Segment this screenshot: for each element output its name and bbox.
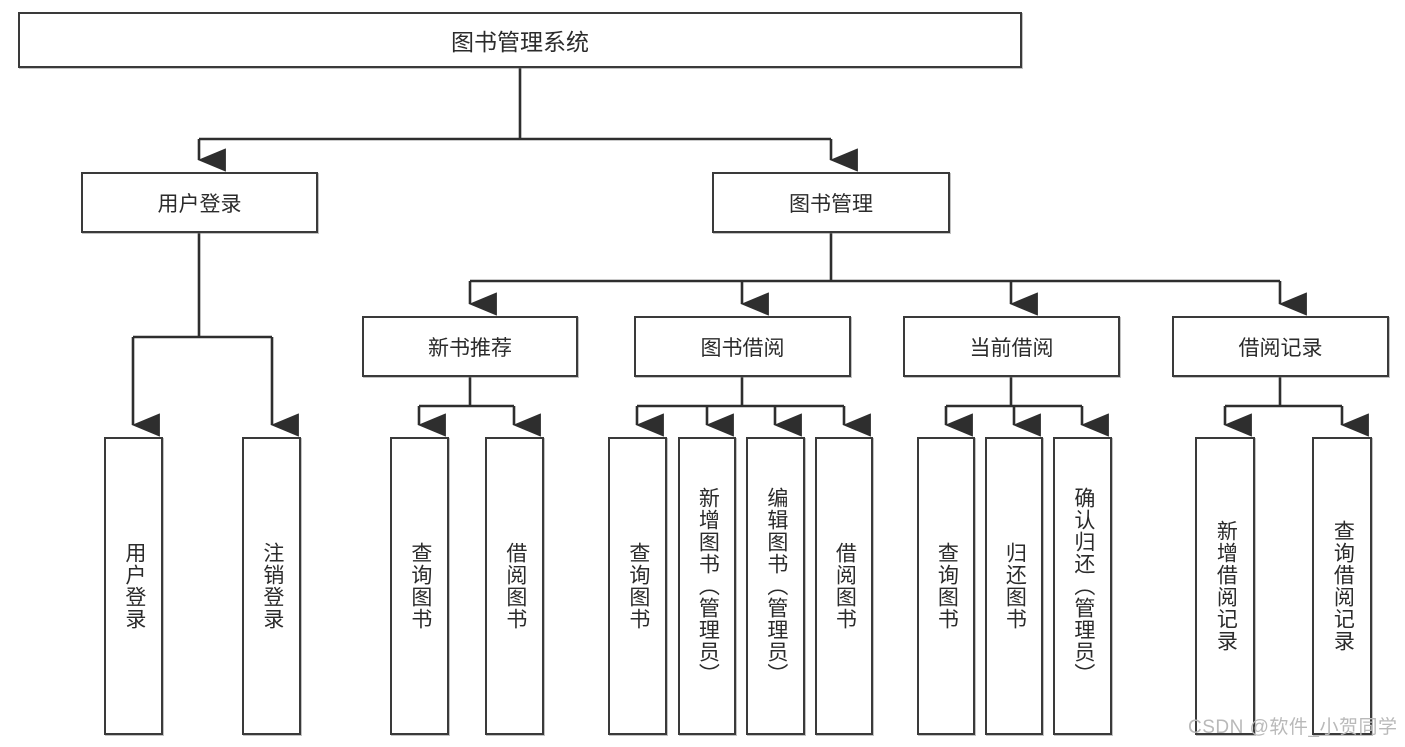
node-leaf-query-book-3[interactable]: 查询图书: [917, 437, 975, 735]
node-user-login-label: 用户登录: [157, 192, 242, 216]
node-leaf-user-login[interactable]: 用户登录: [104, 437, 163, 735]
leaf-confirm-return-label: 确认归还（管理员）: [1071, 487, 1095, 685]
node-root-label: 图书管理系统: [451, 29, 589, 55]
node-book-manage-label: 图书管理: [789, 192, 873, 216]
node-new-book-rec[interactable]: 新书推荐: [362, 316, 578, 377]
leaf-query-book-2-label: 查询图书: [626, 542, 650, 630]
node-new-book-rec-label: 新书推荐: [428, 336, 512, 360]
node-leaf-add-book[interactable]: 新增图书（管理员）: [678, 437, 736, 735]
node-user-login[interactable]: 用户登录: [81, 172, 318, 233]
node-book-borrow[interactable]: 图书借阅: [634, 316, 851, 377]
node-leaf-query-record[interactable]: 查询借阅记录: [1312, 437, 1372, 735]
watermark: CSDN @软件_小贺同学: [1188, 717, 1398, 738]
leaf-add-record-label: 新增借阅记录: [1214, 520, 1238, 652]
leaf-borrow-book-1-label: 借阅图书: [503, 542, 527, 630]
node-leaf-logout[interactable]: 注销登录: [242, 437, 301, 735]
leaf-edit-book-label: 编辑图书（管理员）: [764, 487, 788, 685]
node-root[interactable]: 图书管理系统: [18, 12, 1022, 68]
node-book-borrow-label: 图书借阅: [700, 336, 785, 360]
leaf-query-book-1-label: 查询图书: [408, 542, 432, 630]
node-book-manage[interactable]: 图书管理: [712, 172, 950, 233]
leaf-query-book-3-label: 查询图书: [935, 542, 959, 630]
node-leaf-borrow-book-2[interactable]: 借阅图书: [815, 437, 873, 735]
node-leaf-edit-book[interactable]: 编辑图书（管理员）: [746, 437, 805, 735]
node-borrow-record[interactable]: 借阅记录: [1172, 316, 1389, 377]
leaf-return-book-label: 归还图书: [1003, 542, 1027, 630]
node-leaf-query-book-2[interactable]: 查询图书: [608, 437, 667, 735]
node-leaf-add-record[interactable]: 新增借阅记录: [1195, 437, 1255, 735]
leaf-borrow-book-2-label: 借阅图书: [833, 542, 857, 630]
node-leaf-confirm-return[interactable]: 确认归还（管理员）: [1053, 437, 1112, 735]
node-leaf-return-book[interactable]: 归还图书: [985, 437, 1043, 735]
leaf-query-record-label: 查询借阅记录: [1331, 520, 1355, 652]
node-current-borrow[interactable]: 当前借阅: [903, 316, 1120, 377]
leaf-user-login-label: 用户登录: [122, 542, 146, 630]
leaf-logout-label: 注销登录: [260, 542, 284, 630]
node-current-borrow-label: 当前借阅: [969, 336, 1054, 360]
node-borrow-record-label: 借阅记录: [1238, 336, 1323, 360]
node-leaf-borrow-book-1[interactable]: 借阅图书: [485, 437, 544, 735]
node-leaf-query-book-1[interactable]: 查询图书: [390, 437, 449, 735]
leaf-add-book-label: 新增图书（管理员）: [696, 487, 720, 685]
